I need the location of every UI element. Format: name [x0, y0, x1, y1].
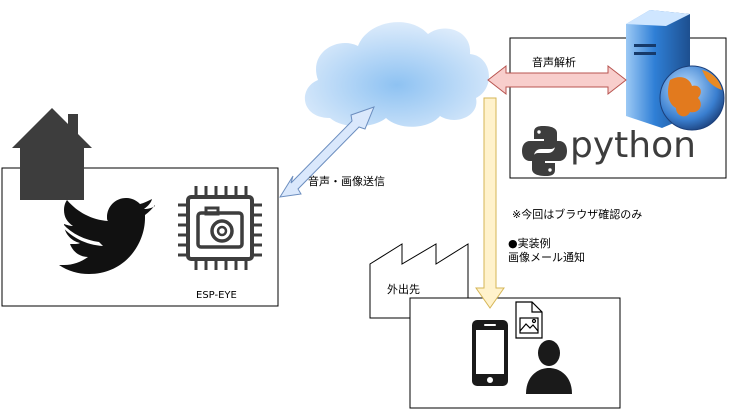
label-outing: 外出先	[387, 283, 420, 296]
label-impl-example-1: ●実装例	[508, 237, 551, 250]
outing-box	[409, 297, 621, 409]
image-file-icon	[515, 301, 543, 339]
cloud-icon	[304, 22, 489, 127]
person-icon	[526, 340, 572, 394]
camera-chip-icon	[178, 186, 262, 270]
label-voice-analysis: 音声解析	[532, 56, 576, 69]
label-voice-image-send: 音声・画像送信	[308, 175, 385, 188]
label-esp-eye: ESP-EYE	[196, 290, 237, 301]
globe-icon	[659, 65, 725, 131]
python-logo-icon	[522, 126, 567, 176]
house-icon	[12, 108, 92, 200]
python-logo-text: python	[570, 125, 696, 166]
arrow-cloud-outing	[475, 97, 505, 309]
arrow-home-cloud	[279, 106, 375, 198]
label-browser-note: ※今回はブラウザ確認のみ	[512, 208, 643, 221]
smartphone-icon	[472, 320, 508, 386]
arrow-cloud-server	[487, 64, 627, 96]
label-impl-example-2: 画像メール通知	[508, 251, 585, 264]
twitter-bird-icon	[59, 198, 155, 274]
